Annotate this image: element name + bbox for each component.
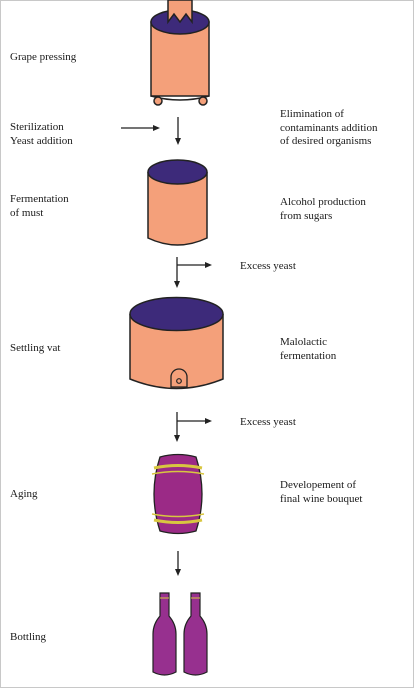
bottle-right-illustration [183,592,208,676]
settling-vat-illustration [129,296,224,390]
step-fermentation: Fermentation of must [10,193,69,219]
arrow-down-4 [175,551,181,576]
step-grape-pressing: Grape pressing [10,51,77,63]
fermentation-tank-illustration [147,159,208,246]
barrel-band-lower [151,513,205,518]
step-bottling: Bottling [10,631,47,643]
press-plunger [167,0,193,25]
barrel-band-bottom [153,518,203,524]
barrel-illustration [151,453,205,535]
press-wheel-left [153,96,163,106]
arrow-down-1 [175,117,181,145]
step-settling-vat: Settling vat [10,342,61,354]
arrow-sterilization-horizontal [121,125,160,131]
bottle-left-illustration [152,592,177,676]
barrel-band-top [153,464,203,470]
barrel-band-upper [151,470,205,475]
step-sterilization: Sterilization Yeast addition [10,121,73,147]
note-malolactic: Malolactic fermentation [280,336,337,362]
arrow-excess-yeast-2 [177,418,212,424]
arrow-excess-yeast-1 [177,262,212,268]
note-alcohol-production: Alcohol production from sugars [280,196,366,222]
press-wheel-right [198,96,208,106]
arrow-down-2 [174,257,180,288]
note-bouquet: Developement of final wine bouquet [280,479,363,505]
note-excess-yeast-1: Excess yeast [240,260,296,272]
vat-door [170,368,188,388]
step-aging: Aging [10,488,38,500]
note-elimination: Elimination of contaminants addition of … [280,108,378,147]
note-excess-yeast-2: Excess yeast [240,416,296,428]
vat-valve [176,378,182,384]
grape-press-illustration [150,0,210,106]
arrow-down-3 [174,412,180,442]
